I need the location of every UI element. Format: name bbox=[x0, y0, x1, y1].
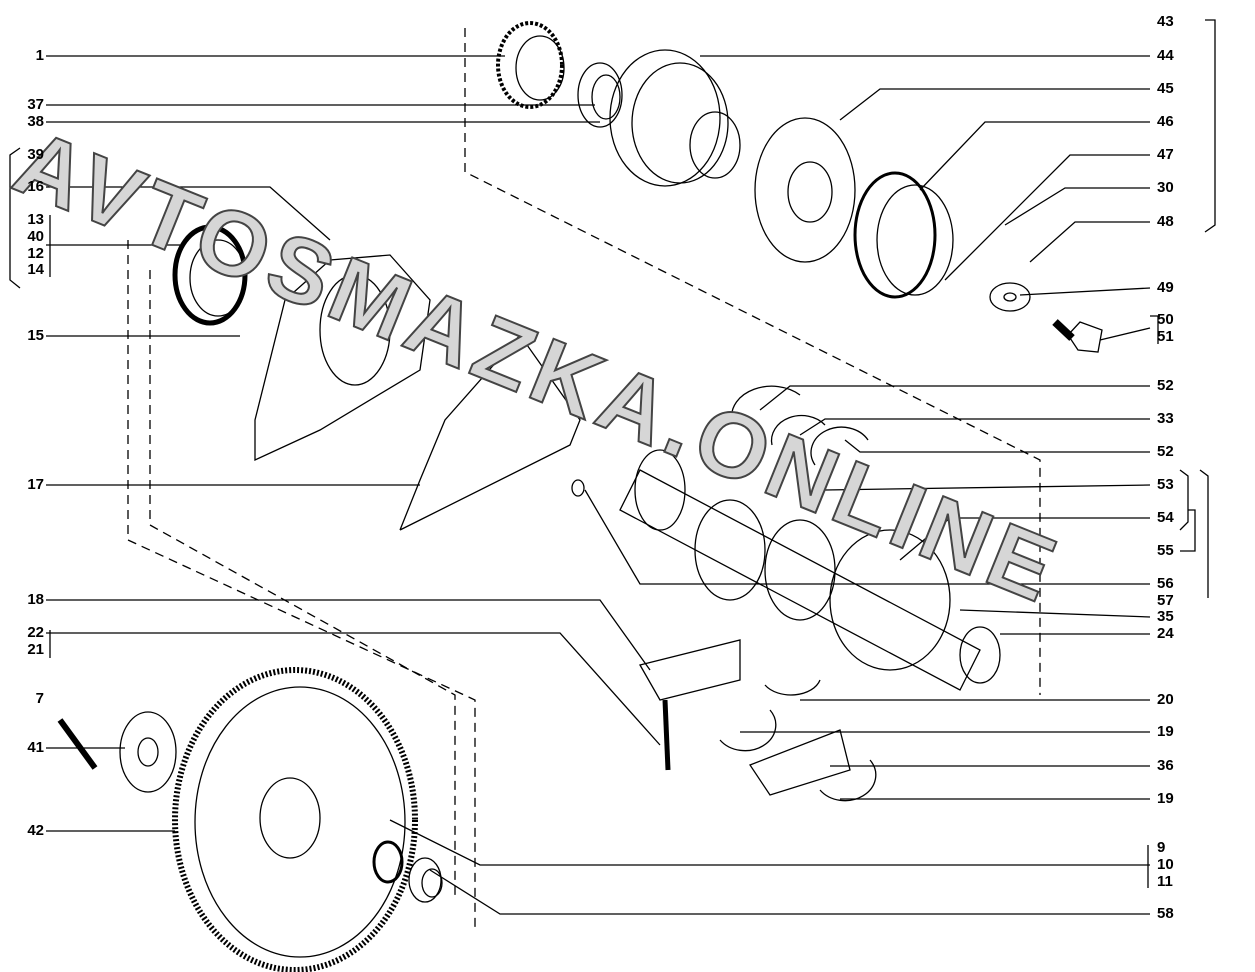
callout-14: 14 bbox=[27, 261, 44, 278]
callout-38: 38 bbox=[27, 113, 44, 130]
callout-48: 48 bbox=[1157, 213, 1174, 230]
gasket bbox=[399, 333, 581, 531]
callout-16: 16 bbox=[27, 178, 44, 195]
flywheel-bolt bbox=[57, 718, 98, 770]
callout-21: 21 bbox=[27, 641, 44, 658]
main-bearing-shells bbox=[719, 385, 877, 802]
callout-36: 36 bbox=[1157, 757, 1174, 774]
callout-19: 19 bbox=[1157, 723, 1174, 740]
callout-10: 10 bbox=[1157, 856, 1174, 873]
callout-46: 46 bbox=[1157, 113, 1174, 130]
rear-oil-seal bbox=[172, 224, 248, 326]
timing-sprocket bbox=[496, 21, 565, 109]
callout-52b: 52 bbox=[1157, 443, 1174, 460]
assembly-axes bbox=[127, 28, 1041, 930]
callout-33: 33 bbox=[1157, 410, 1174, 427]
callout-53: 53 bbox=[1157, 476, 1174, 493]
callout-22: 22 bbox=[27, 624, 44, 641]
callout-9: 9 bbox=[1157, 839, 1166, 856]
crankshaft bbox=[619, 449, 1001, 691]
callout-30: 30 bbox=[1157, 179, 1174, 196]
callout-52: 52 bbox=[1157, 377, 1174, 394]
belt-pulley bbox=[853, 171, 954, 299]
callout-51: 51 bbox=[1157, 328, 1174, 345]
callout-56: 56 bbox=[1157, 575, 1174, 592]
callout-11: 11 bbox=[1157, 873, 1173, 890]
cap-bolt bbox=[662, 699, 671, 771]
callout-20: 20 bbox=[1157, 691, 1174, 708]
damper-hub bbox=[609, 49, 741, 187]
callout-54: 54 bbox=[1157, 509, 1174, 526]
callout-45: 45 bbox=[1157, 80, 1174, 97]
callout-58: 58 bbox=[1157, 905, 1174, 922]
callout-41: 41 bbox=[27, 739, 44, 756]
callout-7: 7 bbox=[35, 690, 44, 707]
callout-24: 24 bbox=[1157, 625, 1174, 642]
callout-13: 13 bbox=[27, 211, 44, 228]
callout-12: 12 bbox=[27, 245, 44, 262]
callout-18: 18 bbox=[27, 591, 44, 608]
callout-1: 1 bbox=[35, 47, 44, 64]
callout-37: 37 bbox=[27, 96, 44, 113]
callout-44: 44 bbox=[1157, 47, 1174, 64]
leader-lines-left bbox=[9, 55, 661, 832]
flywheel-washer-plate bbox=[119, 711, 177, 793]
pulley-plate bbox=[754, 117, 856, 263]
bushing bbox=[408, 857, 443, 903]
dowel-pin bbox=[571, 479, 585, 497]
callout-57: 57 bbox=[1157, 592, 1174, 609]
leader-lines-right bbox=[389, 19, 1216, 915]
seal-housing bbox=[254, 254, 431, 462]
callout-40: 40 bbox=[27, 228, 44, 245]
callout-15: 15 bbox=[27, 327, 44, 344]
callout-50: 50 bbox=[1157, 311, 1174, 328]
pilot-bearing bbox=[372, 840, 404, 884]
callout-42: 42 bbox=[27, 822, 44, 839]
callout-39: 39 bbox=[27, 146, 44, 163]
spacer-ring bbox=[577, 62, 623, 128]
flywheel bbox=[172, 667, 418, 972]
callout-19b: 19 bbox=[1157, 790, 1174, 807]
callout-17: 17 bbox=[27, 476, 44, 493]
callout-55: 55 bbox=[1157, 542, 1174, 559]
washer bbox=[989, 282, 1031, 312]
callout-43: 43 bbox=[1157, 13, 1174, 30]
callout-35: 35 bbox=[1157, 608, 1174, 625]
callout-47: 47 bbox=[1157, 146, 1174, 163]
pulley-bolt bbox=[1052, 319, 1103, 353]
main-bearing-caps bbox=[639, 639, 851, 796]
callout-49: 49 bbox=[1157, 279, 1174, 296]
